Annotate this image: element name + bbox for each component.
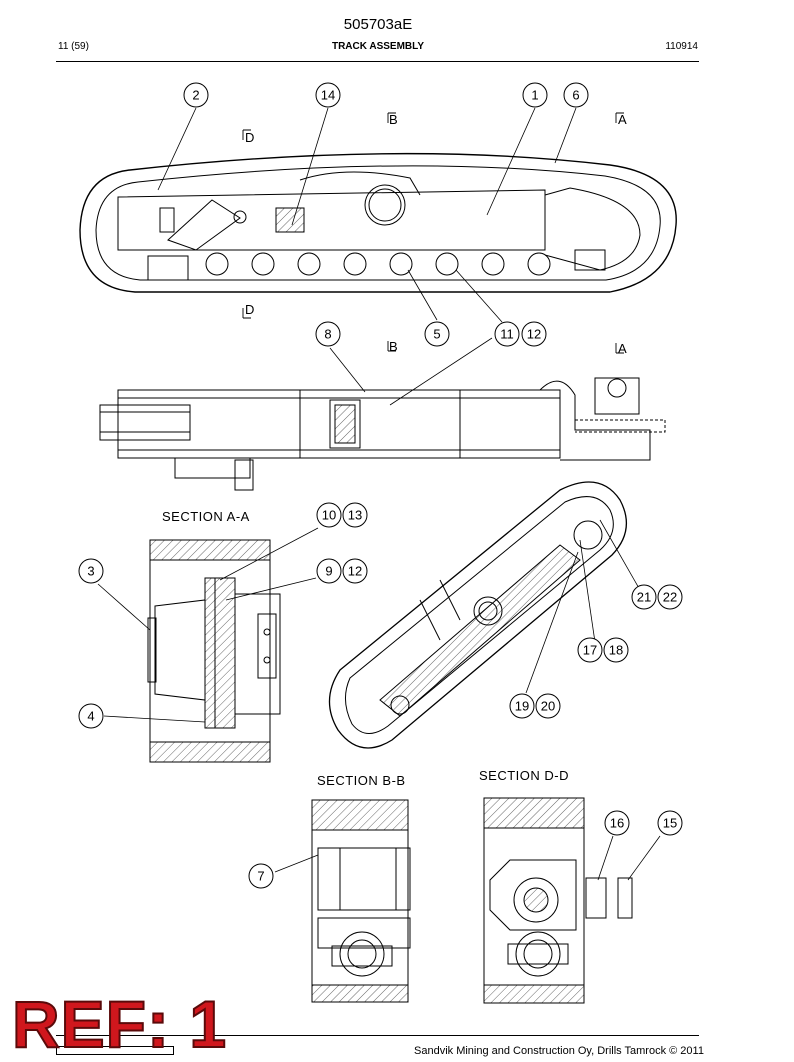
svg-text:18: 18 [609, 643, 623, 658]
callout-13: 13 [342, 502, 368, 528]
callout-14: 14 [315, 82, 341, 108]
svg-text:19: 19 [515, 699, 529, 714]
callout-6: 6 [563, 82, 589, 108]
section-a-a [147, 539, 281, 763]
callout-10: 10 [316, 502, 342, 528]
callout-16: 16 [604, 810, 630, 836]
svg-text:1: 1 [531, 88, 538, 103]
svg-text:12: 12 [527, 327, 541, 342]
section-label-a-a: SECTION A-A [162, 509, 250, 524]
track-rollers [205, 252, 551, 276]
svg-text:5: 5 [433, 327, 440, 342]
svg-text:9: 9 [325, 564, 332, 579]
svg-text:17: 17 [583, 643, 597, 658]
svg-text:20: 20 [541, 699, 555, 714]
header-rule [56, 61, 699, 62]
svg-text:21: 21 [637, 590, 651, 605]
section-marker-b-top: B [389, 112, 398, 127]
callout-20: 20 [535, 693, 561, 719]
svg-text:3: 3 [87, 564, 94, 579]
callout-22: 22 [657, 584, 683, 610]
svg-text:16: 16 [610, 816, 624, 831]
section-marker-a-top: A [618, 112, 627, 127]
callout-12: 12 [342, 558, 368, 584]
callout-balloons: 2 14 1 6 8 5 11 12 10 13 3 9 12 21 22 17… [78, 82, 683, 889]
section-marker-b-bottom: B [389, 339, 398, 354]
svg-text:10: 10 [322, 508, 336, 523]
section-b-b [311, 799, 411, 1003]
callout-21: 21 [631, 584, 657, 610]
svg-text:7: 7 [257, 869, 264, 884]
callout-19: 19 [509, 693, 535, 719]
svg-text:6: 6 [572, 88, 579, 103]
svg-text:4: 4 [87, 709, 94, 724]
svg-text:13: 13 [348, 508, 362, 523]
callout-15: 15 [657, 810, 683, 836]
section-markers [242, 112, 624, 354]
section-marker-d-top: D [245, 130, 254, 145]
footer-copyright: Sandvik Mining and Construction Oy, Dril… [414, 1045, 704, 1057]
section-d-d [483, 797, 633, 1004]
svg-text:2: 2 [192, 88, 199, 103]
track-side-view [79, 152, 677, 293]
drawing-code: 110914 [665, 41, 698, 52]
section-marker-d-bottom: D [245, 302, 254, 317]
page-number: 11 (59) [58, 41, 89, 52]
footer-rule [56, 1035, 699, 1036]
callout-8: 8 [315, 321, 341, 347]
leader-lines [97, 107, 661, 881]
svg-text:11: 11 [500, 327, 514, 342]
svg-text:22: 22 [663, 590, 677, 605]
doc-number: 505703aE [343, 16, 413, 33]
svg-text:14: 14 [321, 88, 335, 103]
callout-7: 7 [248, 863, 274, 889]
callout-3: 3 [78, 558, 104, 584]
callout-17: 17 [577, 637, 603, 663]
svg-text:12: 12 [348, 564, 362, 579]
callout-1: 1 [522, 82, 548, 108]
isometric-view [328, 481, 627, 749]
callout-4: 4 [78, 703, 104, 729]
callout-2: 2 [183, 82, 209, 108]
page-title: TRACK ASSEMBLY [331, 41, 425, 52]
callout-18: 18 [603, 637, 629, 663]
callout-11: 11 [494, 321, 520, 347]
track-top-view [99, 377, 666, 491]
section-label-d-d: SECTION D-D [479, 768, 569, 783]
svg-text:15: 15 [663, 816, 677, 831]
section-label-b-b: SECTION B-B [317, 773, 406, 788]
callout-5: 5 [424, 321, 450, 347]
callout-9: 9 [316, 558, 342, 584]
svg-text:8: 8 [324, 327, 331, 342]
section-marker-a-bottom: A [618, 341, 627, 356]
callout-12-top: 12 [521, 321, 547, 347]
ref-stamp: REF: 1 [11, 986, 228, 1062]
